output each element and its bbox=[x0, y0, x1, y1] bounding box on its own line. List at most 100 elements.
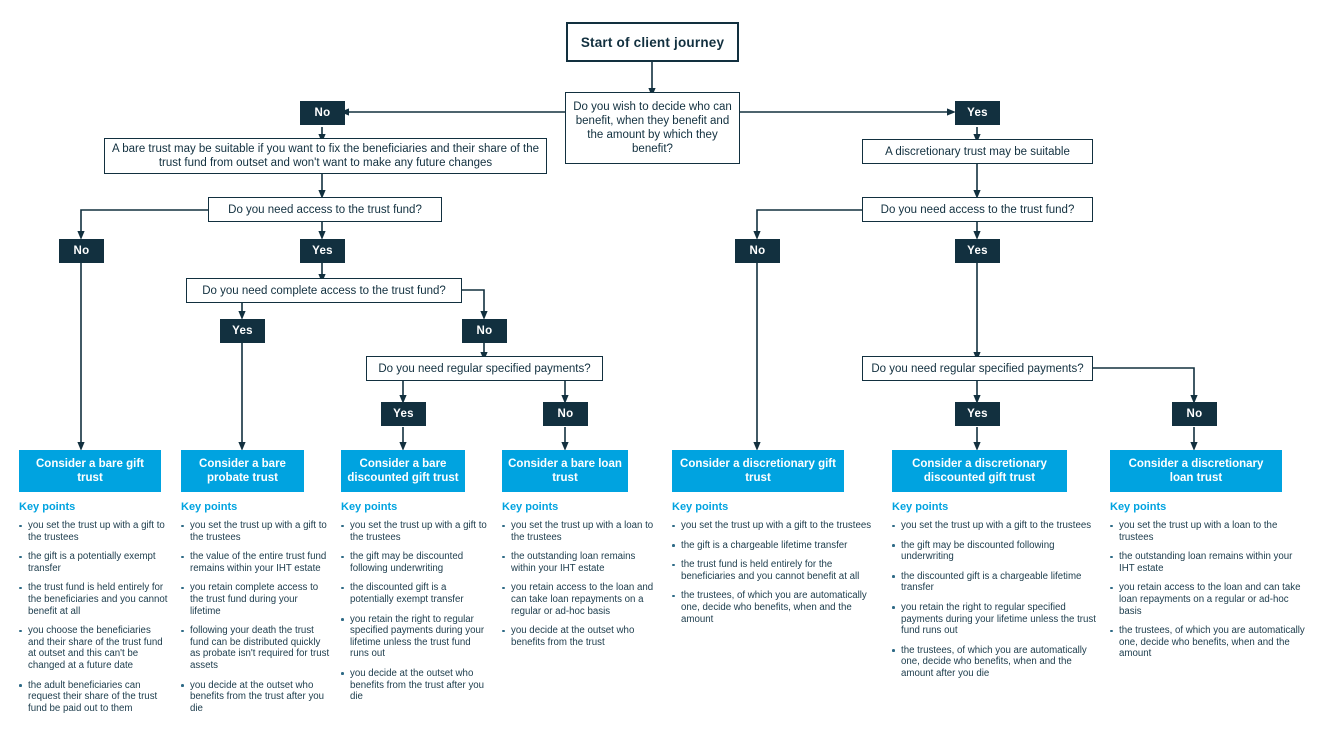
right-access-no-pill[interactable]: No bbox=[735, 239, 780, 263]
right-regular-yes-label: Yes bbox=[967, 408, 988, 420]
outcome-banner-bare-gift-trust[interactable]: Consider a bare gift trust bbox=[19, 450, 161, 492]
key-point-item: the trustees, of which you are automatic… bbox=[672, 590, 872, 625]
key-points-list: you set the trust up with a gift to the … bbox=[181, 520, 331, 714]
root-question-node[interactable]: Do you wish to decide who can benefit, w… bbox=[565, 92, 740, 164]
left-complete-yes-label: Yes bbox=[232, 325, 253, 337]
key-points-list: you set the trust up with a loan to the … bbox=[502, 520, 654, 648]
key-points-heading: Key points bbox=[502, 501, 559, 513]
key-points-heading: Key points bbox=[1110, 501, 1167, 513]
bare-trust-statement-node[interactable]: A bare trust may be suitable if you want… bbox=[104, 138, 547, 174]
left-access-question-label: Do you need access to the trust fund? bbox=[228, 203, 422, 216]
right-regular-yes-pill[interactable]: Yes bbox=[955, 402, 1000, 426]
key-point-item: the trust fund is held entirely for the … bbox=[19, 582, 169, 617]
outcome-title: Consider a discretionary loan trust bbox=[1128, 458, 1264, 484]
outcome-title: Consider a bare gift trust bbox=[36, 458, 144, 484]
discretionary-trust-statement-label: A discretionary trust may be suitable bbox=[885, 145, 1070, 158]
right-branch-yes-label: Yes bbox=[967, 107, 988, 119]
right-regular-no-label: No bbox=[1186, 408, 1203, 420]
key-point-item: you set the trust up with a loan to the … bbox=[502, 520, 654, 543]
left-access-yes-pill[interactable]: Yes bbox=[300, 239, 345, 263]
outcome-banner-bare-loan-trust[interactable]: Consider a bare loan trust bbox=[502, 450, 628, 492]
key-point-item: the gift may be discounted following und… bbox=[892, 540, 1097, 563]
outcome-title: Consider a discretionary discounted gift… bbox=[912, 458, 1047, 484]
key-point-item: you retain the right to regular specifie… bbox=[892, 602, 1097, 637]
left-access-question-node[interactable]: Do you need access to the trust fund? bbox=[208, 197, 442, 222]
key-points-list: you set the trust up with a gift to the … bbox=[892, 520, 1097, 680]
right-access-question-label: Do you need access to the trust fund? bbox=[880, 203, 1075, 216]
left-regular-payments-question-label: Do you need regular specified payments? bbox=[378, 362, 591, 375]
start-node-label: Start of client journey bbox=[580, 34, 725, 50]
left-access-no-pill[interactable]: No bbox=[59, 239, 104, 263]
key-point-item: the trust fund is held entirely for the … bbox=[672, 559, 872, 582]
right-regular-payments-question-node[interactable]: Do you need regular specified payments? bbox=[862, 356, 1093, 381]
key-point-item: the outstanding loan remains within your… bbox=[502, 551, 654, 574]
key-points-heading: Key points bbox=[181, 501, 238, 513]
key-points-heading: Key points bbox=[19, 501, 76, 513]
left-access-no-label: No bbox=[73, 245, 90, 257]
key-point-item: the trustees, of which you are automatic… bbox=[892, 645, 1097, 680]
key-point-item: you retain the right to regular specifie… bbox=[341, 614, 491, 660]
key-points-list: you set the trust up with a gift to the … bbox=[672, 520, 872, 625]
outcome-banner-bare-probate-trust[interactable]: Consider a bare probate trust bbox=[181, 450, 304, 492]
key-points-bare-gift-trust: Key points you set the trust up with a g… bbox=[19, 501, 169, 722]
key-point-item: the gift may be discounted following und… bbox=[341, 551, 491, 574]
key-point-item: you retain access to the loan and can ta… bbox=[502, 582, 654, 617]
outcome-title: Consider a bare loan trust bbox=[508, 458, 622, 484]
outcome-banner-bare-discounted-gift-trust[interactable]: Consider a bare discounted gift trust bbox=[341, 450, 465, 492]
left-complete-access-question-node[interactable]: Do you need complete access to the trust… bbox=[186, 278, 462, 303]
left-complete-yes-pill[interactable]: Yes bbox=[220, 319, 265, 343]
key-point-item: the discounted gift is a potentially exe… bbox=[341, 582, 491, 605]
right-access-no-label: No bbox=[749, 245, 766, 257]
key-point-item: you set the trust up with a gift to the … bbox=[672, 520, 872, 532]
key-point-item: you set the trust up with a gift to the … bbox=[341, 520, 491, 543]
key-points-list: you set the trust up with a gift to the … bbox=[19, 520, 169, 714]
left-regular-yes-label: Yes bbox=[393, 408, 414, 420]
right-access-yes-pill[interactable]: Yes bbox=[955, 239, 1000, 263]
left-complete-no-pill[interactable]: No bbox=[462, 319, 507, 343]
key-point-item: following your death the trust fund can … bbox=[181, 625, 331, 671]
key-point-item: the gift is a chargeable lifetime transf… bbox=[672, 540, 872, 552]
key-point-item: you set the trust up with a gift to the … bbox=[181, 520, 331, 543]
left-complete-no-label: No bbox=[476, 325, 493, 337]
key-point-item: you set the trust up with a gift to the … bbox=[19, 520, 169, 543]
key-points-heading: Key points bbox=[341, 501, 398, 513]
left-complete-access-question-label: Do you need complete access to the trust… bbox=[202, 284, 446, 297]
key-points-bare-loan-trust: Key points you set the trust up with a l… bbox=[502, 501, 654, 656]
outcome-banner-discretionary-gift-trust[interactable]: Consider a discretionary gift trust bbox=[672, 450, 844, 492]
key-point-item: you set the trust up with a loan to the … bbox=[1110, 520, 1310, 543]
key-points-heading: Key points bbox=[672, 501, 729, 513]
left-branch-no-pill[interactable]: No bbox=[300, 101, 345, 125]
outcome-title: Consider a bare probate trust bbox=[199, 458, 286, 484]
key-points-bare-discounted-gift-trust: Key points you set the trust up with a g… bbox=[341, 501, 491, 711]
outcome-banner-discretionary-discounted-gift-trust[interactable]: Consider a discretionary discounted gift… bbox=[892, 450, 1067, 492]
outcome-title: Consider a discretionary gift trust bbox=[680, 458, 836, 484]
key-point-item: you choose the beneficiaries and their s… bbox=[19, 625, 169, 671]
bare-trust-statement-label: A bare trust may be suitable if you want… bbox=[111, 143, 540, 169]
key-points-bare-probate-trust: Key points you set the trust up with a g… bbox=[181, 501, 331, 722]
key-point-item: the value of the entire trust fund remai… bbox=[181, 551, 331, 574]
outcome-banner-discretionary-loan-trust[interactable]: Consider a discretionary loan trust bbox=[1110, 450, 1282, 492]
key-point-item: you retain access to the loan and can ta… bbox=[1110, 582, 1310, 617]
right-regular-no-pill[interactable]: No bbox=[1172, 402, 1217, 426]
start-node[interactable]: Start of client journey bbox=[566, 22, 739, 62]
key-point-item: you decide at the outset who benefits fr… bbox=[502, 625, 654, 648]
key-point-item: you decide at the outset who benefits fr… bbox=[181, 680, 331, 715]
left-regular-yes-pill[interactable]: Yes bbox=[381, 402, 426, 426]
left-regular-no-pill[interactable]: No bbox=[543, 402, 588, 426]
key-point-item: the discounted gift is a chargeable life… bbox=[892, 571, 1097, 594]
key-points-list: you set the trust up with a loan to the … bbox=[1110, 520, 1310, 660]
key-point-item: you decide at the outset who benefits fr… bbox=[341, 668, 491, 703]
key-point-item: the trustees, of which you are automatic… bbox=[1110, 625, 1310, 660]
left-regular-no-label: No bbox=[557, 408, 574, 420]
root-question-label: Do you wish to decide who can benefit, w… bbox=[573, 101, 732, 155]
left-regular-payments-question-node[interactable]: Do you need regular specified payments? bbox=[366, 356, 603, 381]
key-points-heading: Key points bbox=[892, 501, 949, 513]
left-branch-no-label: No bbox=[314, 107, 331, 119]
key-point-item: you set the trust up with a gift to the … bbox=[892, 520, 1097, 532]
right-access-question-node[interactable]: Do you need access to the trust fund? bbox=[862, 197, 1093, 222]
key-points-list: you set the trust up with a gift to the … bbox=[341, 520, 491, 703]
right-branch-yes-pill[interactable]: Yes bbox=[955, 101, 1000, 125]
key-points-discretionary-gift-trust: Key points you set the trust up with a g… bbox=[672, 501, 872, 633]
discretionary-trust-statement-node[interactable]: A discretionary trust may be suitable bbox=[862, 139, 1093, 164]
key-point-item: the gift is a potentially exempt transfe… bbox=[19, 551, 169, 574]
